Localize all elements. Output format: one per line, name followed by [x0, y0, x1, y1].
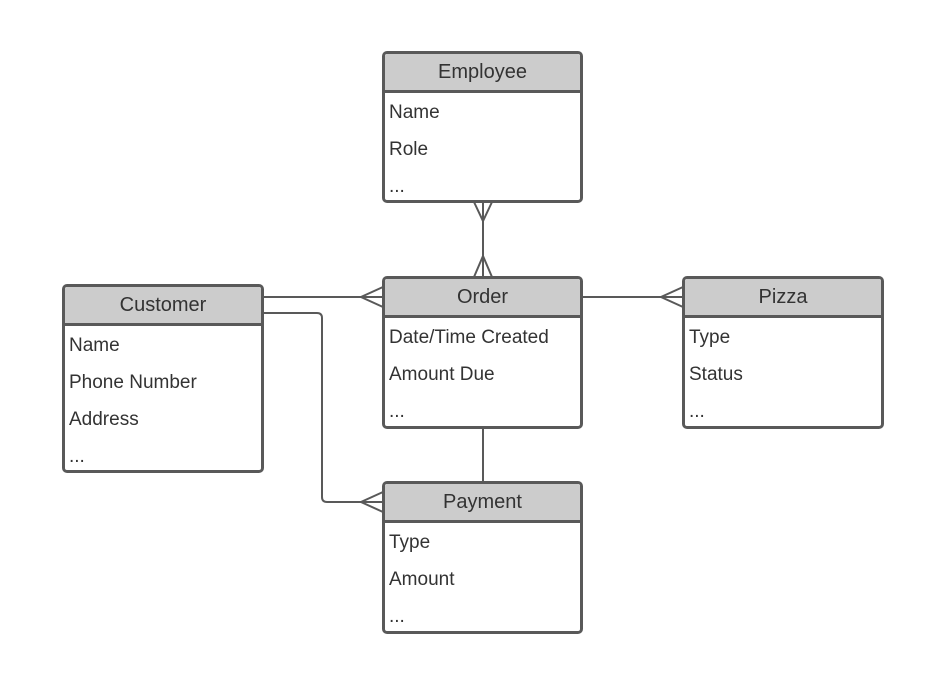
entity-payment[interactable]: Payment Type Amount ...	[382, 481, 583, 634]
entity-title: Order	[385, 279, 580, 318]
attribute: Type	[389, 532, 431, 553]
entity-customer[interactable]: Customer Name Phone Number Address ...	[62, 284, 264, 473]
attribute: Role	[389, 139, 429, 160]
employee-crowfoot	[473, 201, 493, 224]
entity-title: Payment	[385, 484, 580, 523]
payment-left-crowfoot	[358, 491, 384, 513]
attribute: ...	[389, 606, 405, 627]
order-top-crowfoot	[473, 253, 493, 278]
attribute: Status	[689, 364, 743, 385]
attribute: Name	[389, 102, 440, 123]
attribute: Phone Number	[69, 372, 197, 393]
order-left-crowfoot	[358, 286, 384, 308]
attribute: ...	[69, 446, 85, 467]
attribute: ...	[389, 401, 405, 422]
attribute: ...	[689, 401, 705, 422]
attribute: Amount	[389, 569, 455, 590]
customer-payment-connector	[263, 312, 383, 503]
entity-title: Pizza	[685, 279, 881, 318]
entity-order[interactable]: Order Date/Time Created Amount Due ...	[382, 276, 583, 429]
entity-title: Customer	[65, 287, 261, 326]
entity-pizza[interactable]: Pizza Type Status ...	[682, 276, 884, 429]
attribute: Amount Due	[389, 364, 495, 385]
attribute: ...	[389, 176, 405, 197]
attribute: Date/Time Created	[389, 327, 549, 348]
entity-title: Employee	[385, 54, 580, 93]
pizza-left-crowfoot	[658, 286, 684, 308]
attribute: Type	[689, 327, 731, 348]
attribute: Address	[69, 409, 139, 430]
attribute: Name	[69, 335, 120, 356]
entity-employee[interactable]: Employee Name Role ...	[382, 51, 583, 203]
